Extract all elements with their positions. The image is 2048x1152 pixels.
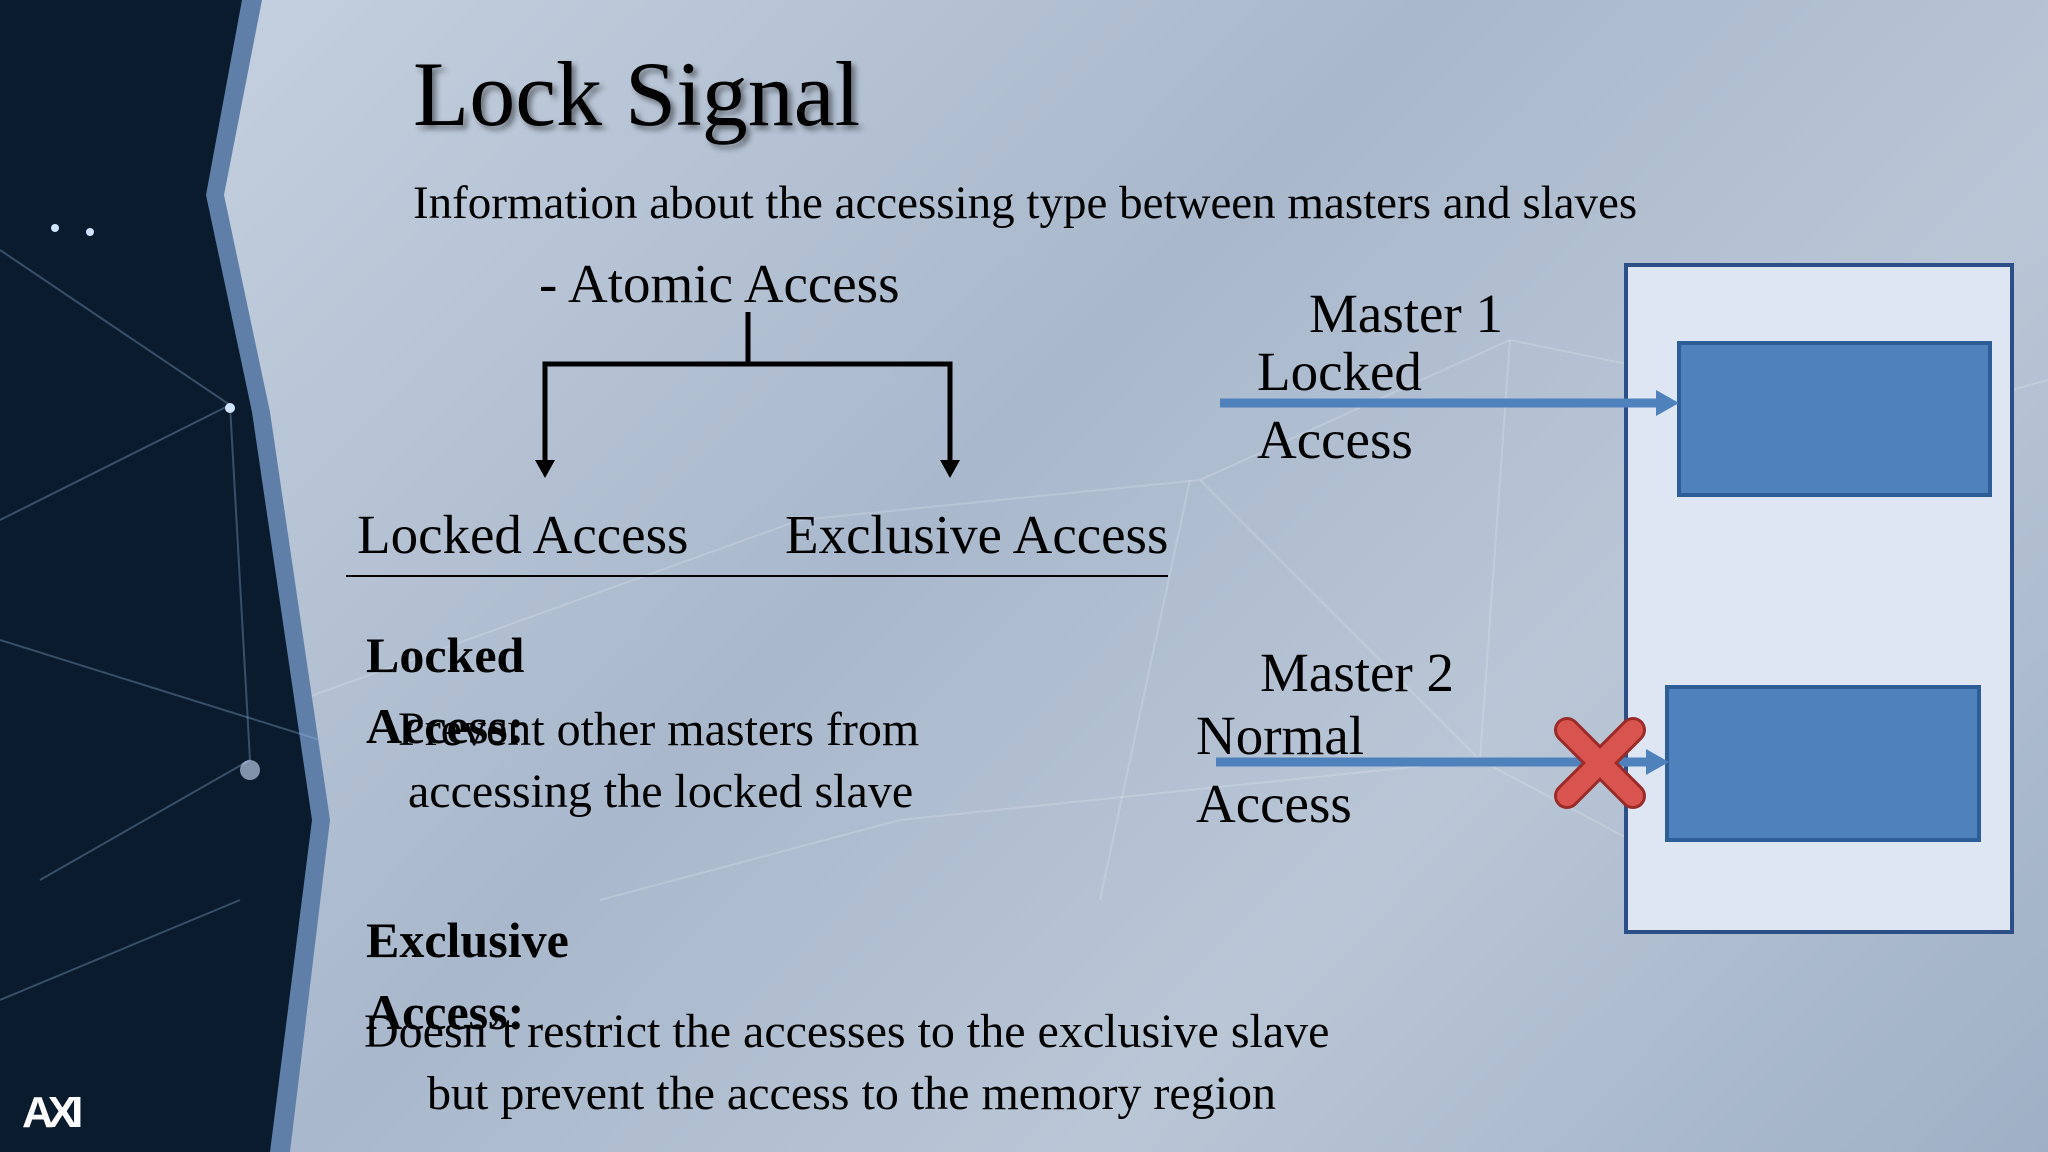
master2-access-line1: Normal xyxy=(1196,705,1365,766)
exclusive-heading-line2: Access: xyxy=(366,984,525,1040)
locked-body-line2: accessing the locked slave xyxy=(408,765,914,818)
atomic-access-label: - Atomic Access xyxy=(539,253,900,314)
master1-access-line1: Locked xyxy=(1257,341,1422,402)
locked-body-line1: Prevent other masters from xyxy=(398,703,920,756)
exclusive-body-line2: but prevent the access to the memory reg… xyxy=(427,1067,1277,1120)
slide-title: Lock Signal xyxy=(413,43,861,145)
exclusive-heading-line1: Exclusive xyxy=(366,912,569,968)
slide-subtitle: Information about the accessing type bet… xyxy=(413,177,1638,229)
master1-access-line2: Access xyxy=(1257,409,1413,470)
master2-label: Master 2 xyxy=(1260,642,1454,703)
exclusive-body-line1: Doesn’t restrict the accesses to the exc… xyxy=(364,1005,1330,1058)
arrow-down-icon xyxy=(535,460,555,478)
memory-region-1 xyxy=(1677,341,1992,497)
arrow-right-icon xyxy=(1646,749,1669,775)
arrow-down-icon xyxy=(940,460,960,478)
blocked-x-icon xyxy=(1554,717,1646,809)
atomic-tree-connector xyxy=(542,312,953,462)
arrow-right-icon xyxy=(1656,390,1679,416)
master1-label: Master 1 xyxy=(1309,283,1503,344)
locked-access-branch-label: Locked Access xyxy=(357,504,689,565)
master2-access-line2: Access xyxy=(1196,773,1352,834)
memory-region-2 xyxy=(1665,685,1981,842)
exclusive-access-branch-label: Exclusive Access xyxy=(785,504,1169,565)
left-panel-dark xyxy=(0,0,312,1152)
locked-heading-line1: Locked xyxy=(366,627,525,683)
axi-logo: AXI xyxy=(22,1088,83,1137)
locked-heading-line2: Access: xyxy=(366,698,525,754)
